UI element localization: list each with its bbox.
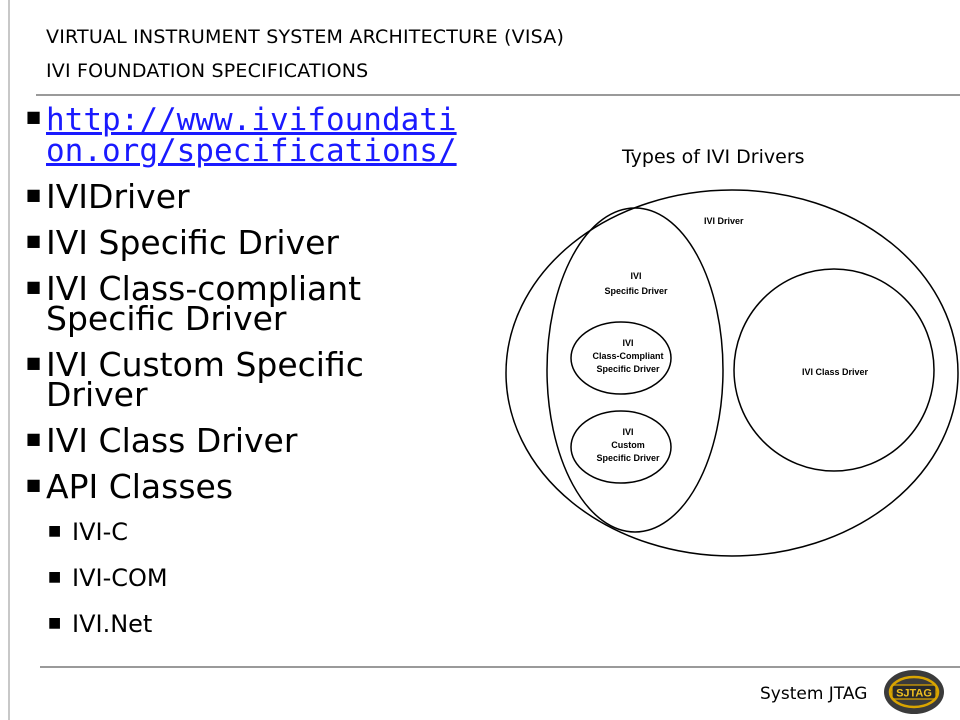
square-bullet-icon: ■ [26, 353, 42, 372]
footer-text: System JTAG [760, 684, 868, 704]
custom-driver-label-1: IVI [622, 427, 633, 437]
class-compliant-label-1: IVI [622, 338, 633, 348]
class-driver-label: IVI Class Driver [802, 367, 869, 377]
slide-subtitle: IVI FOUNDATION SPECIFICATIONS [46, 60, 369, 82]
slide-title: VIRTUAL INSTRUMENT SYSTEM ARCHITECTURE (… [46, 26, 565, 48]
square-bullet-icon: ■ [26, 185, 42, 204]
class-driver-ellipse [733, 268, 935, 472]
sub-bullet-ivi-com: ■ IVI-COM [48, 564, 168, 592]
custom-driver-label-2: Custom [611, 440, 645, 450]
ivi-driver-ellipse [505, 189, 959, 557]
class-compliant-label-3: Specific Driver [596, 364, 660, 374]
bullet-api-classes: ■ API Classes [26, 467, 234, 506]
logo-text: SJTAG [896, 688, 932, 700]
square-bullet-icon: ■ [26, 277, 42, 296]
square-bullet-icon: ■ [26, 475, 42, 494]
sub-bullet-ivi-c: ■ IVI-C [48, 518, 128, 546]
square-bullet-icon: ■ [26, 107, 42, 126]
bullet-ividriver: ■ IVIDriver [26, 177, 190, 216]
bullet-specific-driver: ■ IVI Specific Driver [26, 223, 340, 262]
square-bullet-icon: ■ [26, 231, 42, 250]
footer-divider [40, 666, 960, 668]
bullet-class-driver: ■ IVI Class Driver [26, 421, 298, 460]
sub-bullet-ivi-net: ■ IVI.Net [48, 610, 153, 638]
square-bullet-icon: ■ [26, 429, 42, 448]
header-divider [36, 94, 960, 96]
left-border [8, 0, 10, 720]
ivi-driver-venn-diagram: IVI Driver IVI Specific Driver IVI Class… [505, 189, 959, 557]
specific-driver-ellipse [546, 207, 724, 533]
custom-driver-label-3: Specific Driver [596, 453, 660, 463]
diagram-caption: Types of IVI Drivers [622, 146, 805, 168]
specific-driver-label-2: Specific Driver [604, 286, 668, 296]
ivi-driver-label: IVI Driver [704, 216, 744, 226]
class-compliant-label-2: Class-Compliant [592, 351, 663, 361]
specific-driver-label-1: IVI [630, 271, 641, 281]
custom-driver-ellipse [570, 410, 672, 484]
square-bullet-icon: ■ [48, 615, 62, 631]
class-compliant-ellipse [570, 321, 672, 395]
square-bullet-icon: ■ [48, 569, 62, 585]
sjtag-logo: SJTAG [884, 670, 944, 714]
square-bullet-icon: ■ [48, 523, 62, 539]
